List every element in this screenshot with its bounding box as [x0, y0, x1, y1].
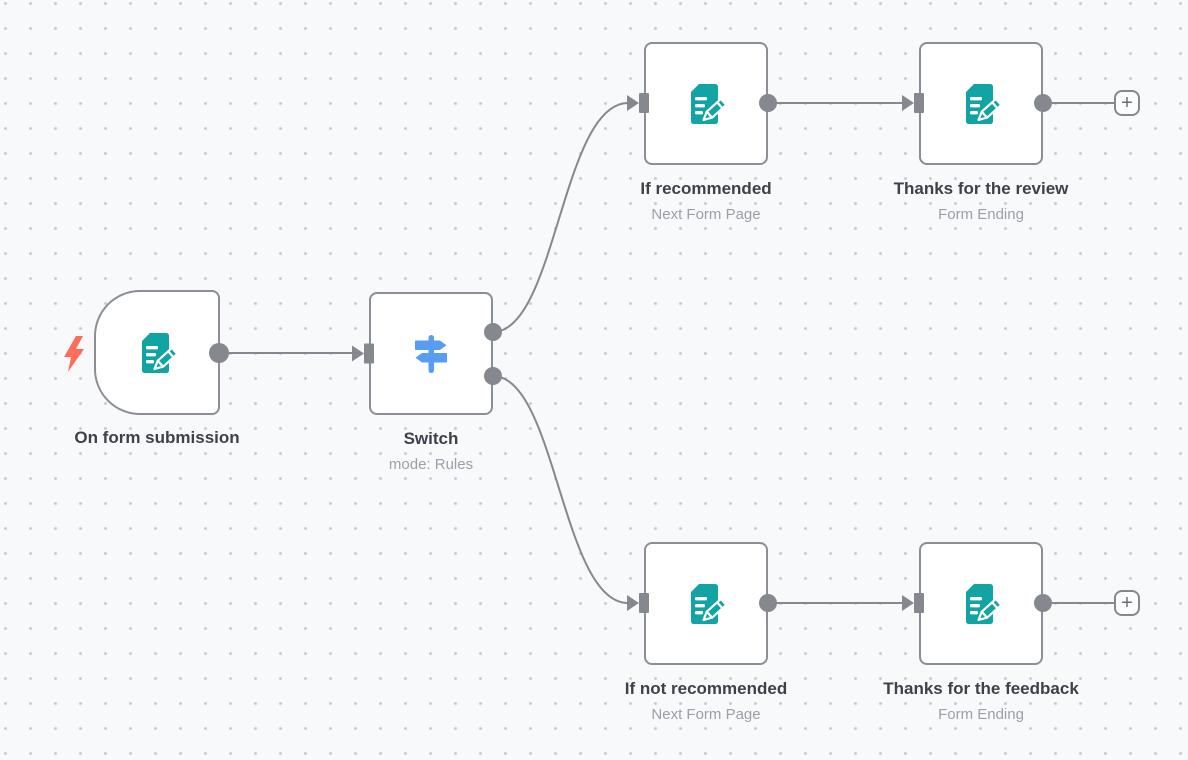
- node-label-thanks-for-the-feedback: Thanks for the feedback Form Ending: [821, 678, 1141, 724]
- node-label-on-form-submission: On form submission: [0, 427, 317, 449]
- node-label-thanks-for-the-review: Thanks for the review Form Ending: [821, 178, 1141, 224]
- node-subtitle: Next Form Page: [651, 706, 761, 723]
- node-if-recommended[interactable]: [644, 42, 768, 165]
- node-subtitle: Form Ending: [938, 706, 1024, 723]
- node-subtitle: Form Ending: [938, 206, 1024, 223]
- form-pencil-icon: [133, 329, 181, 377]
- node-title: Switch: [403, 429, 459, 448]
- node-on-form-submission[interactable]: [94, 290, 220, 415]
- add-node-button-top[interactable]: +: [1114, 90, 1140, 116]
- node-thanks-for-the-review[interactable]: [919, 42, 1043, 165]
- form-pencil-icon: [957, 580, 1005, 628]
- signpost-icon: [407, 330, 455, 378]
- node-subtitle: Next Form Page: [651, 206, 761, 223]
- node-title: Thanks for the feedback: [883, 679, 1079, 698]
- trigger-bolt-icon: [62, 336, 86, 372]
- node-title: Thanks for the review: [893, 179, 1069, 198]
- plus-icon: +: [1121, 592, 1133, 614]
- form-pencil-icon: [957, 80, 1005, 128]
- node-thanks-for-the-feedback[interactable]: [919, 542, 1043, 665]
- node-label-if-not-recommended: If not recommended Next Form Page: [546, 678, 866, 724]
- node-subtitle: mode: Rules: [388, 456, 474, 473]
- node-label-switch: Switch mode: Rules: [271, 428, 591, 474]
- node-label-if-recommended: If recommended Next Form Page: [546, 178, 866, 224]
- node-if-not-recommended[interactable]: [644, 542, 768, 665]
- form-pencil-icon: [682, 580, 730, 628]
- node-switch[interactable]: [369, 292, 493, 415]
- plus-icon: +: [1121, 92, 1133, 114]
- node-title: If recommended: [640, 179, 772, 198]
- connection-switch-to-if-recommended[interactable]: [492, 102, 629, 333]
- add-node-button-bottom[interactable]: +: [1114, 590, 1140, 616]
- connection-switch-to-if-not-recommended[interactable]: [492, 375, 629, 604]
- node-title: On form submission: [74, 428, 240, 447]
- node-title: If not recommended: [624, 679, 788, 698]
- form-pencil-icon: [682, 80, 730, 128]
